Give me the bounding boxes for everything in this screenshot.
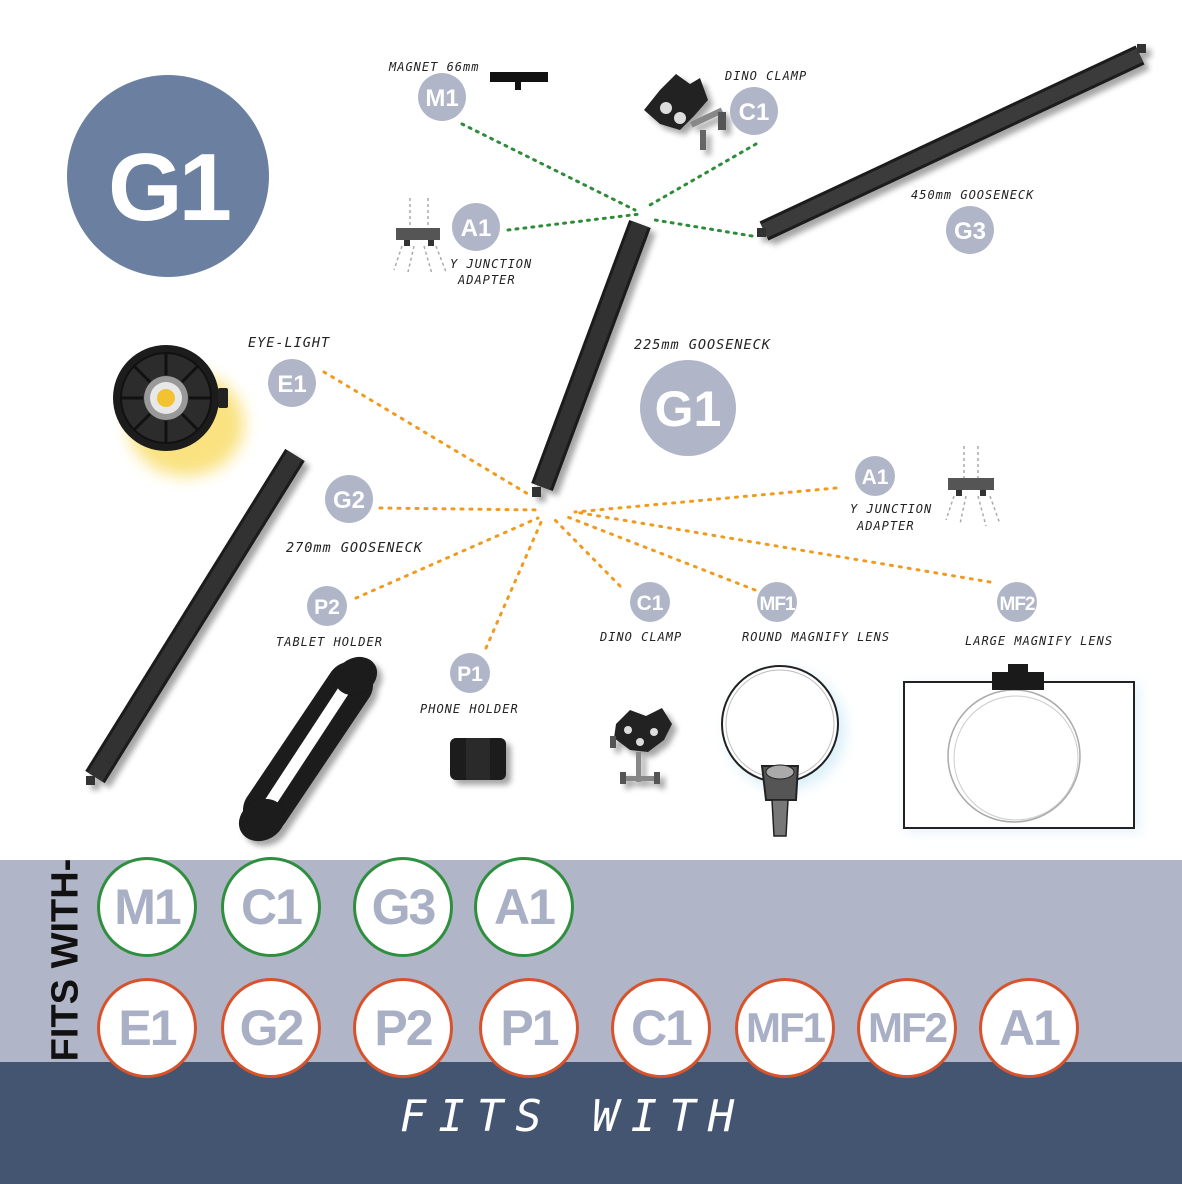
fits-chip-e1: E1: [97, 978, 197, 1078]
magnet-icon: [490, 72, 548, 90]
dino-clamp-bottom-icon: [610, 708, 672, 784]
fits-chip-mf2: MF2: [857, 978, 957, 1078]
main-badge-code: G1: [108, 134, 230, 241]
label-phone-holder: PHONE HOLDER: [420, 702, 519, 716]
footer-band: [0, 1062, 1182, 1184]
badge-p2-code: P2: [314, 596, 340, 619]
label-y-junction-top-1: Y JUNCTION: [450, 257, 532, 271]
badge-e1: E1: [268, 359, 316, 407]
badge-g1-large: G1: [640, 360, 736, 456]
fits-chip-c1-bottom: C1: [611, 978, 711, 1078]
label-dino-clamp-bottom: DINO CLAMP: [599, 630, 682, 644]
label-y-junction-top-2: ADAPTER: [457, 273, 516, 287]
label-gooseneck-225: 225mm GOOSENECK: [634, 337, 771, 353]
badge-p2: P2: [307, 586, 347, 626]
tablet-holder-icon: [238, 656, 378, 842]
eye-light-icon: [113, 345, 244, 476]
badge-mf2: MF2: [997, 582, 1037, 622]
fits-chip-c1: C1: [221, 857, 321, 957]
green-connectors: [460, 122, 758, 238]
badge-g2-code: G2: [333, 487, 365, 514]
fits-chip-a1: A1: [474, 857, 574, 957]
orange-connectors: [322, 370, 992, 650]
badge-mf2-code: MF2: [1000, 594, 1035, 615]
label-eye-light: EYE-LIGHT: [248, 335, 330, 351]
badge-a1-right-code: A1: [862, 466, 889, 489]
fits-chip-a1-bottom: A1: [979, 978, 1079, 1078]
badge-c1-bottom-code: C1: [637, 592, 664, 615]
label-gooseneck-450: 450mm GOOSENECK: [911, 188, 1034, 202]
badge-g1-code: G1: [655, 381, 722, 437]
label-y-junction-right-2: ADAPTER: [856, 519, 915, 533]
large-magnify-lens-icon: [903, 664, 1140, 832]
y-junction-top-icon: [393, 198, 447, 275]
round-magnify-lens-icon: [721, 665, 846, 837]
badge-c1-bottom: C1: [630, 582, 670, 622]
badge-p1: P1: [450, 653, 490, 693]
badge-g2: G2: [325, 475, 373, 523]
label-magnet: MAGNET 66mm: [388, 60, 479, 74]
badge-m1: M1: [418, 73, 466, 121]
label-round-magnify-lens: ROUND MAGNIFY LENS: [742, 630, 890, 644]
badge-g3: G3: [946, 206, 994, 254]
label-y-junction-right-1: Y JUNCTION: [850, 502, 932, 516]
badge-c1-top: C1: [730, 87, 778, 135]
fits-chip-p2: P2: [353, 978, 453, 1078]
badge-a1-right: A1: [855, 456, 895, 496]
gooseneck-225mm: [531, 219, 651, 497]
label-gooseneck-270: 270mm GOOSENECK: [286, 540, 423, 556]
gooseneck-450mm: [757, 44, 1146, 241]
badge-a1-top-code: A1: [461, 215, 492, 242]
y-junction-right-icon: [945, 446, 1001, 527]
badge-p1-code: P1: [457, 663, 483, 686]
dino-clamp-top-icon: [644, 74, 726, 150]
badge-a1-top: A1: [452, 203, 500, 251]
fits-chip-g2: G2: [221, 978, 321, 1078]
badge-m1-code: M1: [425, 85, 458, 112]
badge-e1-code: E1: [277, 371, 306, 398]
label-dino-clamp-top: DINO CLAMP: [724, 69, 807, 83]
fits-chip-g3: G3: [353, 857, 453, 957]
fits-with-side-label: FITS WITH-: [44, 858, 87, 1062]
label-tablet-holder: TABLET HOLDER: [276, 635, 383, 649]
phone-holder-icon: [450, 738, 506, 780]
fits-chip-m1: M1: [97, 857, 197, 957]
fits-chip-p1: P1: [479, 978, 579, 1078]
footer-title: FITS WITH: [399, 1091, 747, 1142]
fits-chip-mf1: MF1: [735, 978, 835, 1078]
badge-mf1: MF1: [757, 582, 797, 622]
compatibility-diagram: G1: [67, 44, 1146, 842]
main-g1-badge: G1: [67, 75, 269, 277]
badge-mf1-code: MF1: [760, 594, 796, 615]
label-large-magnify-lens: LARGE MAGNIFY LENS: [965, 634, 1113, 648]
gooseneck-270mm: [85, 448, 305, 785]
badge-g3-code: G3: [954, 218, 986, 245]
badge-c1-top-code: C1: [739, 99, 770, 126]
